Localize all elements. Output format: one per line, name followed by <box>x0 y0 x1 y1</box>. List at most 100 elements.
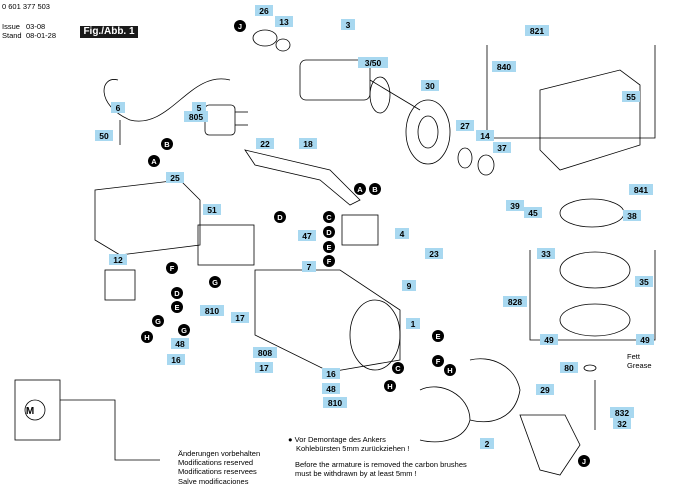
part-label-22: 22 <box>256 138 274 149</box>
plug <box>204 104 236 136</box>
svg-text:3/50: 3/50 <box>365 58 382 68</box>
part-label-2: 2 <box>480 438 494 449</box>
callout-J: J <box>578 455 590 467</box>
svg-text:840: 840 <box>497 62 511 72</box>
svg-text:5: 5 <box>197 103 202 113</box>
fan-30 <box>405 99 451 165</box>
svg-text:13: 13 <box>279 17 289 27</box>
callout-C: C <box>323 211 335 223</box>
part-label-35: 35 <box>635 276 653 287</box>
wiring-box <box>14 379 61 441</box>
svg-text:J: J <box>582 457 586 466</box>
callout-D: D <box>323 226 335 238</box>
svg-text:H: H <box>387 382 392 391</box>
svg-text:47: 47 <box>302 231 312 241</box>
part-label-13: 13 <box>275 16 293 27</box>
svg-text:18: 18 <box>303 139 313 149</box>
part-label-27: 27 <box>456 120 474 131</box>
callout-G: G <box>178 324 190 336</box>
svg-text:G: G <box>212 278 218 287</box>
svg-text:E: E <box>435 332 440 341</box>
svg-text:32: 32 <box>617 419 627 429</box>
svg-text:C: C <box>326 213 332 222</box>
part-label-49: 49 <box>636 334 654 345</box>
callout-F: F <box>432 355 444 367</box>
svg-text:35: 35 <box>639 277 649 287</box>
svg-text:3: 3 <box>346 20 351 30</box>
part-label-47: 47 <box>298 230 316 241</box>
part-label-810: 810 <box>323 397 347 408</box>
callout-E: E <box>432 330 444 342</box>
part-label-23: 23 <box>425 248 443 259</box>
svg-text:49: 49 <box>640 335 650 345</box>
svg-text:2: 2 <box>485 439 490 449</box>
svg-text:805: 805 <box>189 112 203 122</box>
svg-text:B: B <box>372 185 378 194</box>
svg-text:F: F <box>170 264 175 273</box>
svg-text:39: 39 <box>510 201 520 211</box>
part-label-1: 1 <box>406 318 420 329</box>
callout-J: J <box>234 20 246 32</box>
svg-text:49: 49 <box>544 335 554 345</box>
part-label-9: 9 <box>402 280 416 291</box>
part-label-55: 55 <box>622 91 640 102</box>
part-label-7: 7 <box>302 261 316 272</box>
callout-A: A <box>354 183 366 195</box>
part-label-29: 29 <box>536 384 554 395</box>
svg-text:25: 25 <box>170 173 180 183</box>
callout-B: B <box>161 138 173 150</box>
svg-text:45: 45 <box>528 208 538 218</box>
part-label-828: 828 <box>503 296 527 307</box>
svg-text:H: H <box>144 333 149 342</box>
capacitor-12 <box>104 269 136 301</box>
svg-text:80: 80 <box>564 363 574 373</box>
svg-text:1: 1 <box>411 319 416 329</box>
svg-text:27: 27 <box>460 121 470 131</box>
svg-text:50: 50 <box>99 131 109 141</box>
armature-note-en: Before the armature is removed the carbo… <box>295 460 467 479</box>
svg-text:M: M <box>26 406 34 417</box>
motor-housing <box>94 179 201 256</box>
svg-text:14: 14 <box>480 131 490 141</box>
power-cord <box>103 78 231 122</box>
part-label-12: 12 <box>109 254 127 265</box>
part-label-48: 48 <box>322 383 340 394</box>
svg-text:808: 808 <box>258 348 272 358</box>
svg-text:810: 810 <box>205 306 219 316</box>
part-label-45: 45 <box>524 207 542 218</box>
svg-text:51: 51 <box>207 205 217 215</box>
svg-text:38: 38 <box>627 211 637 221</box>
svg-text:B: B <box>164 140 170 149</box>
callout-H: H <box>444 364 456 376</box>
svg-text:30: 30 <box>425 81 435 91</box>
svg-text:48: 48 <box>326 384 336 394</box>
callout-B: B <box>369 183 381 195</box>
svg-text:7: 7 <box>307 262 312 272</box>
svg-text:16: 16 <box>326 369 336 379</box>
callout-C: C <box>392 362 404 374</box>
part-label-39: 39 <box>506 200 524 211</box>
part-label-5: 5 <box>192 102 206 113</box>
module-51 <box>197 224 255 266</box>
svg-text:33: 33 <box>541 249 551 259</box>
svg-text:D: D <box>277 213 283 222</box>
callout-H: H <box>384 380 396 392</box>
field-coil-upper <box>469 358 521 423</box>
callout-E: E <box>171 301 183 313</box>
callout-D: D <box>171 287 183 299</box>
svg-text:D: D <box>174 289 180 298</box>
svg-text:A: A <box>151 157 157 166</box>
issue-label: Issue <box>2 22 20 31</box>
part-label-840: 840 <box>492 61 516 72</box>
svg-text:828: 828 <box>508 297 522 307</box>
part-label-38: 38 <box>623 210 641 221</box>
bevel-gear-38 <box>559 198 625 228</box>
stand-label: Stand <box>2 31 22 40</box>
svg-text:17: 17 <box>235 313 245 323</box>
svg-text:29: 29 <box>540 385 550 395</box>
part-label-30: 30 <box>421 80 439 91</box>
motor-symbol <box>24 399 46 421</box>
